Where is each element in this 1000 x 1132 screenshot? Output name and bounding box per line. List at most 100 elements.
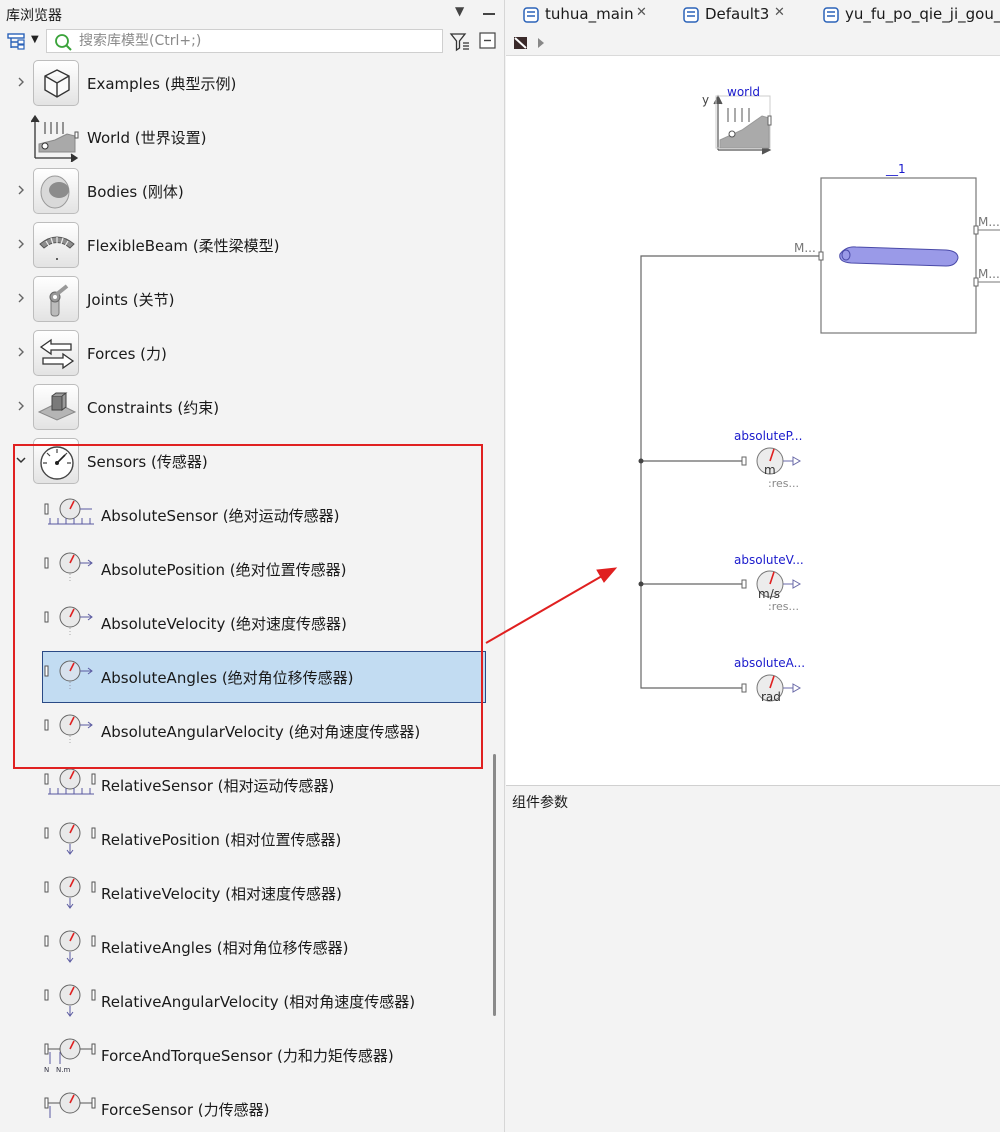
diagram-canvas[interactable]: y world __1 M... M... M... (506, 56, 1000, 786)
force-unit-label: N (44, 1066, 49, 1074)
world-axis-label: y (702, 93, 709, 107)
tree-item-label: ForceSensor (力传感器) (101, 1101, 270, 1119)
tree-item-bodies[interactable]: Bodies (刚体) (0, 164, 490, 218)
tree-item-relative-angular-velocity[interactable]: RelativeAngularVelocity (相对角速度传感器) (0, 974, 490, 1028)
absolute-velocity-sensor-icon (44, 606, 93, 636)
tree-item-label: AbsoluteVelocity (绝对速度传感器) (101, 615, 347, 633)
sensors-package-icon (33, 438, 79, 484)
tree-item-label: AbsolutePosition (绝对位置传感器) (101, 561, 347, 579)
model-file-icon (823, 7, 839, 23)
view-mode-dropdown-icon[interactable]: ▼ (31, 34, 39, 45)
tree-item-force-sensor[interactable]: ForceSensor (力传感器) (0, 1082, 490, 1132)
chevron-right-icon[interactable] (14, 236, 28, 252)
tree-item-label: RelativeAngles (相对角位移传感器) (101, 939, 349, 957)
absolute-angles-sensor-icon (44, 660, 93, 690)
chevron-right-icon[interactable] (14, 182, 28, 198)
filter-icon[interactable] (449, 32, 471, 52)
tab-tuhua-main[interactable]: tuhua_main ✕ (522, 4, 672, 28)
model-breadcrumb (506, 30, 1000, 56)
tree-item-force-and-torque-sensor[interactable]: N N.m ForceAndTorqueSensor (力和力矩传感器) (0, 1028, 490, 1082)
model-class-icon[interactable] (512, 34, 530, 52)
search-box[interactable] (46, 29, 443, 53)
chevron-right-icon[interactable] (14, 290, 28, 306)
torque-unit-label: N.m (56, 1066, 70, 1074)
relative-sensor-icon (44, 768, 96, 795)
relative-angular-velocity-sensor-icon (44, 984, 96, 1017)
absolute-position-sensor-component[interactable]: absoluteP... m :res... (734, 429, 802, 490)
tree-item-world[interactable]: World (世界设置) (0, 110, 490, 164)
constraints-package-icon (33, 384, 79, 430)
diagram-svg: y world __1 M... M... M... (638, 85, 1000, 704)
body-component[interactable]: __1 M... M... M... (794, 162, 1000, 334)
tree-item-absolute-angles[interactable]: AbsoluteAngles (绝对角位移传感器) (0, 650, 490, 704)
absolute-angles-sensor-component[interactable]: absoluteA... rad (734, 656, 805, 704)
tree-item-relative-position[interactable]: RelativePosition (相对位置传感器) (0, 812, 490, 866)
bodies-package-icon (33, 168, 79, 214)
tree-item-absolute-position[interactable]: AbsolutePosition (绝对位置传感器) (0, 542, 490, 596)
editor-tab-bar: tuhua_main ✕ Default3 ✕ yu_fu_po_qie_ji_… (506, 0, 1000, 30)
tree-item-joints[interactable]: Joints (关节) (0, 272, 490, 326)
close-icon[interactable]: ✕ (774, 5, 785, 20)
tree-item-relative-angles[interactable]: RelativeAngles (相对角位移传感器) (0, 920, 490, 974)
sensor-unit-label: rad (761, 690, 781, 704)
chevron-down-icon[interactable] (14, 452, 28, 468)
tree-item-forces[interactable]: Forces (力) (0, 326, 490, 380)
tree-item-examples[interactable]: Examples (典型示例) (0, 56, 490, 110)
relative-velocity-sensor-icon (44, 876, 96, 909)
minimize-icon[interactable] (483, 13, 495, 15)
sensor-sub-label: :res... (768, 600, 799, 613)
tree-item-absolute-angular-velocity[interactable]: AbsoluteAngularVelocity (绝对角速度传感器) (0, 704, 490, 758)
world-name-label: world (727, 85, 760, 99)
component-parameters-panel: 组件参数 (506, 787, 1000, 1132)
tree-item-relative-sensor[interactable]: RelativeSensor (相对运动传感器) (0, 758, 490, 812)
chevron-right-icon[interactable] (14, 344, 28, 360)
library-browser-header: 库浏览器 ▼ (0, 0, 505, 28)
model-file-icon (523, 7, 539, 23)
library-toolbar: ▼ (0, 28, 505, 56)
selection-highlight (42, 651, 486, 703)
close-icon[interactable]: ✕ (636, 5, 647, 20)
tree-item-label: AbsoluteAngularVelocity (绝对角速度传感器) (101, 723, 421, 741)
library-browser-panel: 库浏览器 ▼ ▼ (0, 0, 505, 1132)
tree-item-label: World (世界设置) (87, 129, 207, 147)
tree-item-label: Constraints (约束) (87, 399, 220, 417)
tree-view-icon[interactable] (6, 32, 26, 52)
tree-item-flexiblebeam[interactable]: FlexibleBeam (柔性梁模型) (0, 218, 490, 272)
tree-item-label: Forces (力) (87, 345, 167, 363)
body-port-right-label-2: M... (978, 267, 1000, 281)
tree-item-label: RelativePosition (相对位置传感器) (101, 831, 342, 849)
parameters-title: 组件参数 (512, 795, 568, 811)
sensor-name-label: absoluteA... (734, 656, 805, 670)
chevron-right-icon[interactable] (14, 74, 28, 90)
tree-item-label: Sensors (传感器) (87, 453, 208, 471)
tree-item-relative-velocity[interactable]: RelativeVelocity (相对速度传感器) (0, 866, 490, 920)
tree-item-sensors[interactable]: Sensors (传感器) (0, 434, 490, 488)
examples-package-icon (33, 60, 79, 106)
body-port-left-label: M... (794, 241, 816, 255)
chevron-right-icon[interactable] (536, 36, 546, 50)
search-input[interactable] (79, 32, 434, 50)
tree-item-label: Joints (关节) (87, 291, 175, 309)
tree-scrollbar-thumb[interactable] (493, 754, 496, 1016)
tree-item-absolute-velocity[interactable]: AbsoluteVelocity (绝对速度传感器) (0, 596, 490, 650)
chevron-right-icon[interactable] (14, 398, 28, 414)
tab-default3[interactable]: Default3 ✕ (682, 4, 812, 28)
forces-package-icon (33, 330, 79, 376)
world-component[interactable]: y world (702, 85, 772, 155)
panel-menu-dropdown-icon[interactable]: ▼ (455, 4, 465, 18)
absolute-sensor-icon (44, 498, 94, 525)
tree-item-label: Examples (典型示例) (87, 75, 237, 93)
world-icon (31, 114, 79, 162)
search-icon (55, 34, 72, 51)
tree-item-absolute-sensor[interactable]: AbsoluteSensor (绝对运动传感器) (0, 488, 490, 542)
force-sensor-icon (44, 1092, 96, 1118)
connection-wires (638, 255, 819, 689)
tab-yu-fu-po-qie-ji-gou[interactable]: yu_fu_po_qie_ji_gou_ (822, 4, 1000, 28)
joints-package-icon (33, 276, 79, 322)
sensor-name-label: absoluteP... (734, 429, 802, 443)
collapse-all-icon[interactable] (479, 32, 497, 50)
tree-item-constraints[interactable]: Constraints (约束) (0, 380, 490, 434)
flexible-beam-package-icon (33, 222, 79, 268)
absolute-velocity-sensor-component[interactable]: absoluteV... m/s :res... (734, 553, 804, 613)
tree-item-label: RelativeAngularVelocity (相对角速度传感器) (101, 993, 416, 1011)
